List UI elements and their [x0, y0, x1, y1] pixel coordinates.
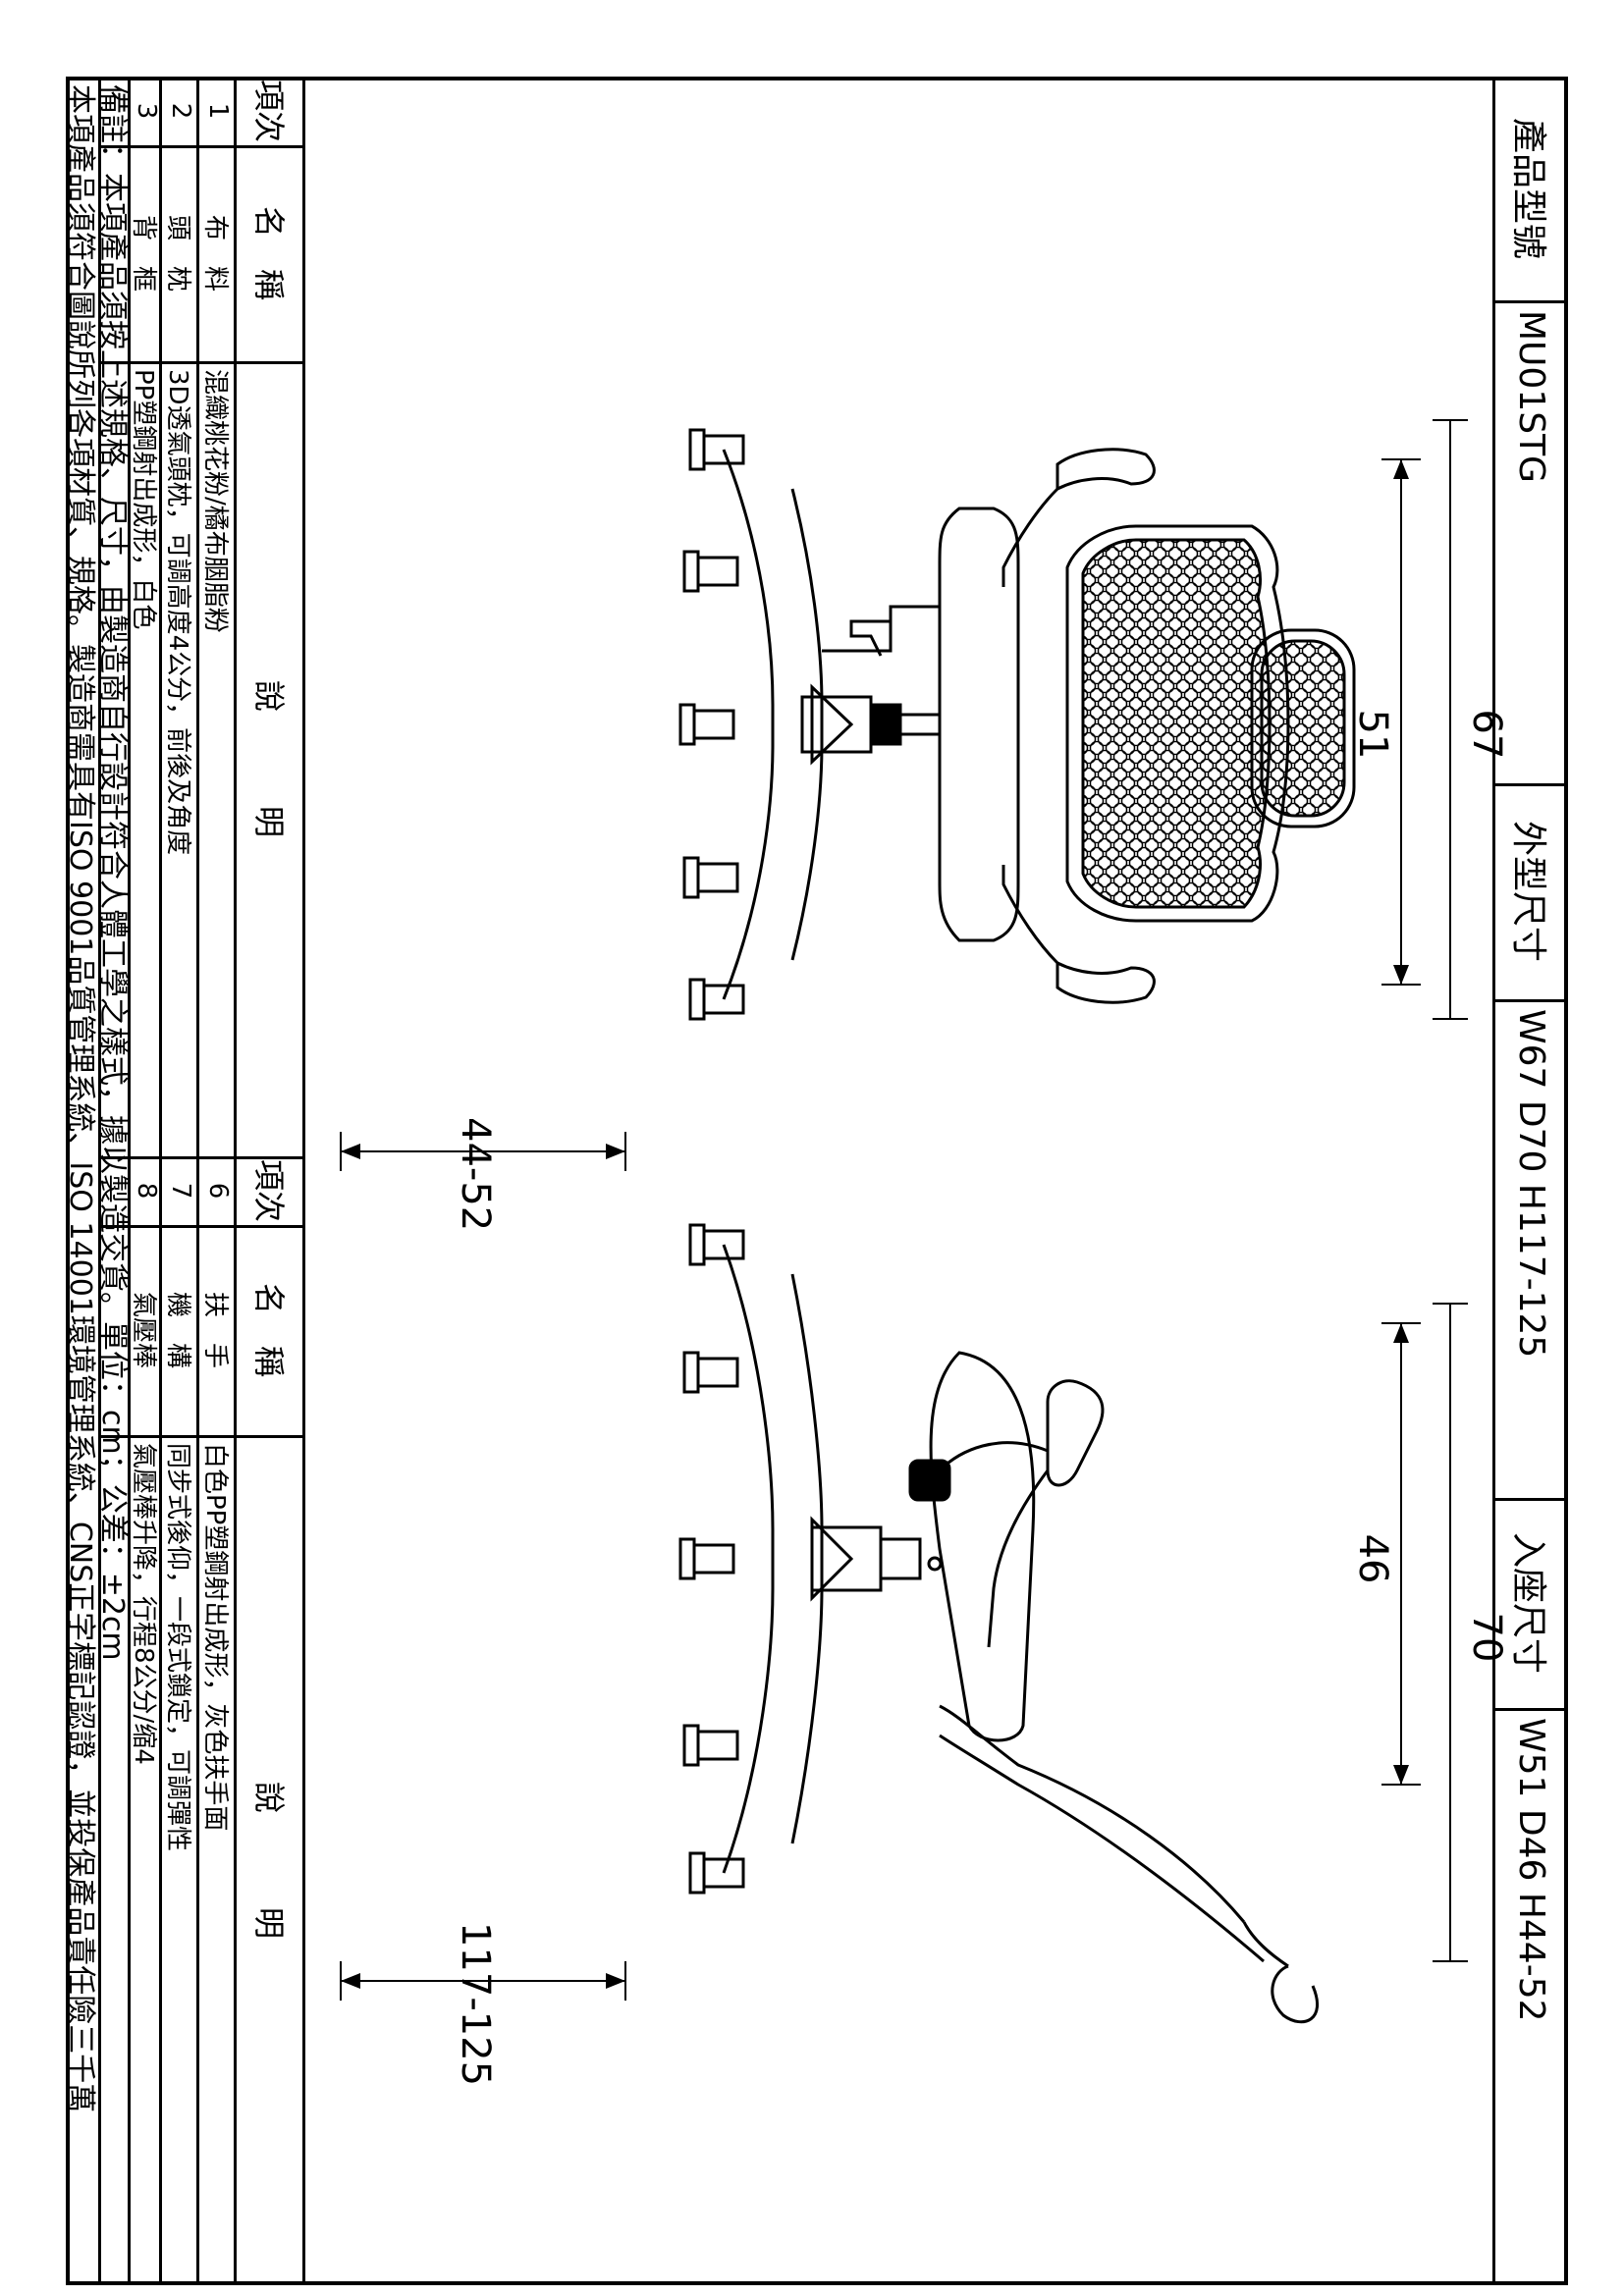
notes-line-1: 備註：本項產品須按上述規格、尺寸，由製造商自行設計符合人體工學之樣式，據以製造交… — [95, 84, 130, 1661]
left-item-no-2: 2 — [166, 102, 195, 120]
front-view-drawing — [340, 419, 1468, 1171]
dim-front-total-width: 67 — [1464, 709, 1509, 760]
left-item-name-2: 頭 枕 — [163, 214, 193, 292]
right-item-desc-1: 白色PP塑鋼射出成形，灰色扶手面 — [200, 1443, 231, 1832]
right-item-name-1: 扶 手 — [200, 1291, 231, 1368]
dim-front-height: 44-52 — [453, 1117, 498, 1232]
left-item-no-1: 1 — [203, 102, 233, 120]
col-name-left: 名 稱 — [250, 205, 288, 300]
left-item-name-1: 布 料 — [200, 214, 231, 292]
chair-drawings — [340, 419, 1468, 2024]
dim-side-height: 117-125 — [453, 1922, 498, 2087]
left-item-desc-1: 混織桃花粉/橘布胭脂粉 — [200, 369, 231, 633]
col-no-right: 項次 — [250, 1158, 288, 1222]
col-no-left: 項次 — [250, 79, 288, 142]
front-casters — [678, 428, 745, 1021]
col-desc-left: 說 明 — [250, 679, 288, 837]
col-desc-right: 說 明 — [250, 1781, 288, 1939]
left-item-desc-2: 3D透氣頭枕，可調高度4公分，前後及角度 — [163, 369, 193, 856]
spec-sheet: 產品型號 MU01STG 外型尺寸 W67 D70 H117-125 入座尺寸 … — [63, 77, 1568, 2285]
notes-line-2: 本項產品須符合圖說所列各項材質、規格。製造商需具有ISO 9001品質管理系統、… — [63, 84, 97, 2113]
dim-side-total-depth: 70 — [1464, 1612, 1509, 1663]
side-view-drawing — [340, 1223, 1468, 2024]
col-name-right: 名 稱 — [250, 1282, 288, 1377]
right-item-desc-2: 同步式後仰，一段式鎖定，可調彈性 — [163, 1443, 193, 1852]
right-item-no-2: 7 — [166, 1182, 195, 1200]
dim-side-seat-depth: 46 — [1350, 1533, 1395, 1584]
right-item-name-2: 機 構 — [163, 1291, 193, 1368]
right-item-no-1: 6 — [203, 1182, 233, 1200]
side-casters — [678, 1223, 745, 1895]
dim-front-back-width: 51 — [1350, 709, 1395, 760]
